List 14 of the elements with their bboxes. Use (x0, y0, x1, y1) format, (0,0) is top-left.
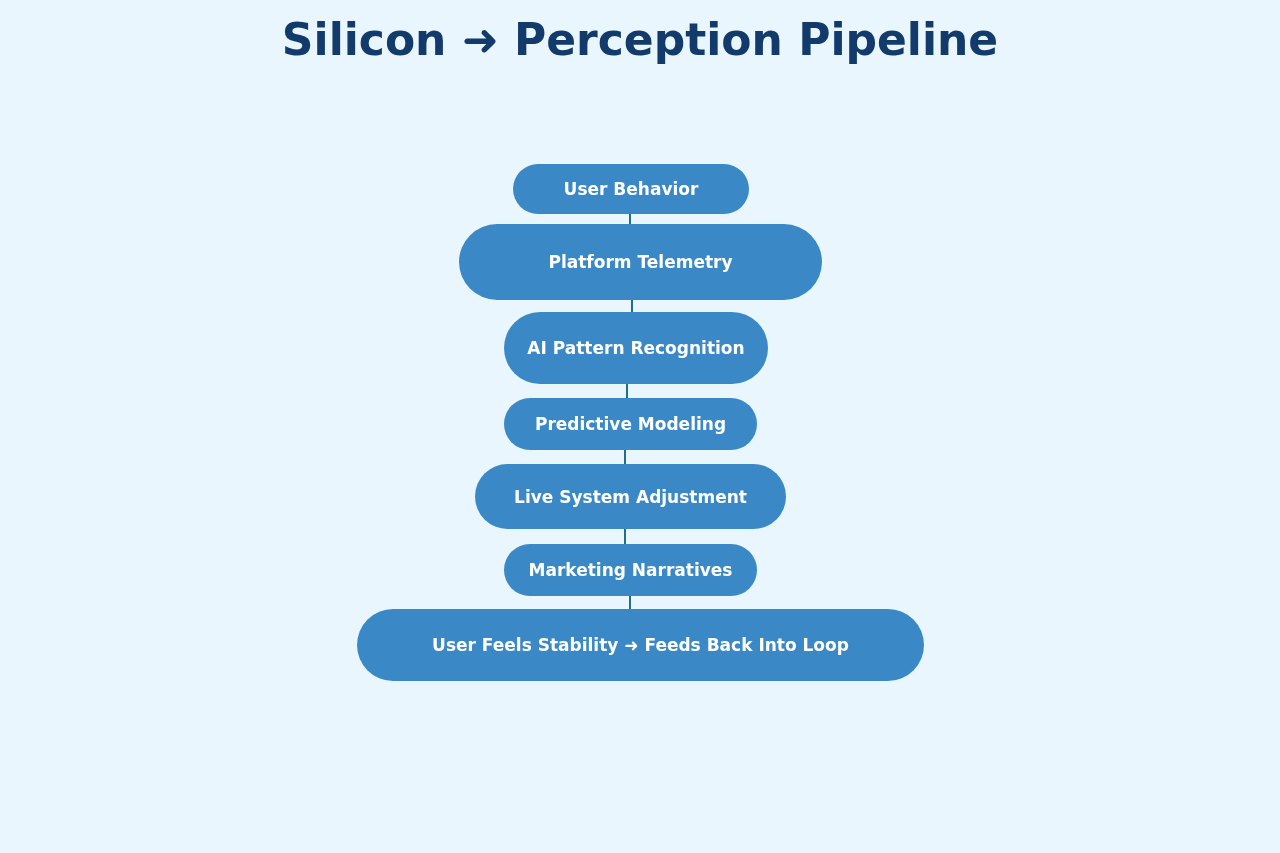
connector-line (626, 383, 628, 399)
diagram-title: Silicon ➜ Perception Pipeline (281, 14, 999, 65)
connector-line (629, 213, 631, 225)
connector-line (629, 595, 631, 610)
process-box: AI Pattern Recognition (504, 312, 768, 384)
process-box: User Behavior (513, 164, 749, 214)
connector-line (624, 528, 626, 545)
connector-line (624, 449, 626, 465)
process-box: Predictive Modeling (504, 398, 757, 450)
process-box: User Feels Stability ➜ Feeds Back Into Loop (357, 609, 924, 681)
process-box: Marketing Narratives (504, 544, 757, 596)
process-box: Live System Adjustment (475, 464, 786, 529)
process-box: Platform Telemetry (459, 224, 822, 300)
connector-line (631, 299, 633, 313)
